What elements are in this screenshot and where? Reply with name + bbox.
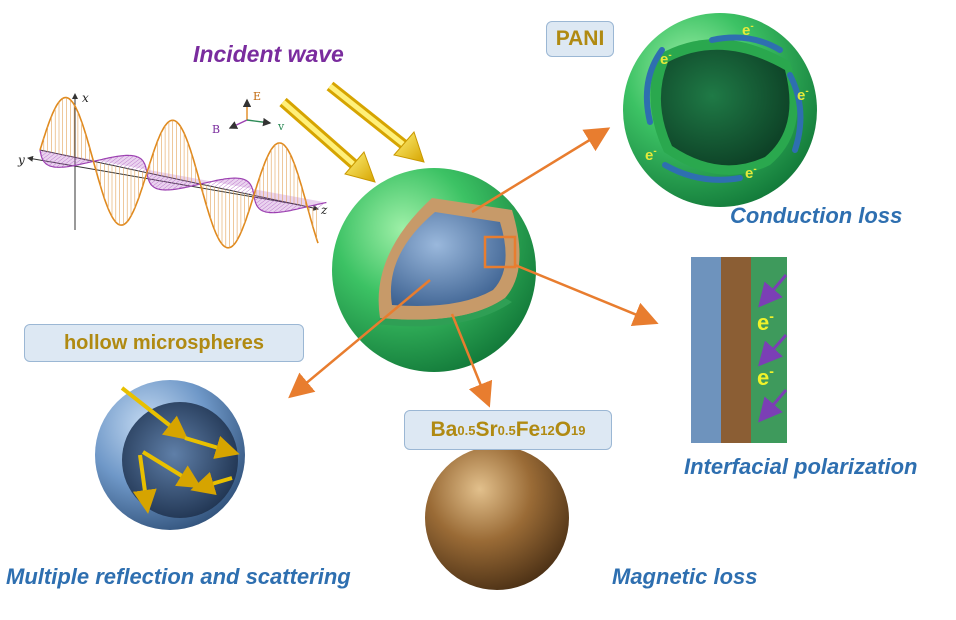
conduction-loss-label: Conduction loss [730,203,902,229]
magnetic-loss-label: Magnetic loss [612,564,757,590]
interface-panel: e- e- [691,257,787,443]
formula-part: 19 [571,423,585,438]
wave-y-label: y [17,153,25,167]
v-vector-arrow [247,120,270,123]
formula-part: 0.5 [457,423,475,438]
core-shell-microsphere [332,168,536,372]
formula-part: 0.5 [498,423,516,438]
formula-part: O [555,418,571,442]
em-wave-illustration: x y z E B v [17,90,328,248]
hollow-microspheres-label: hollow microspheres [24,324,304,362]
electric-field-wave [40,98,318,248]
ferrite-layer [721,257,751,443]
incident-arrows [283,86,424,182]
pani-label: PANI [546,21,614,57]
hollow-core-layer [691,257,721,443]
hollow-sphere [95,380,245,530]
b-vector-arrow [230,120,247,128]
formula-part: Ba [431,418,458,442]
wave-z-label: z [320,203,328,217]
v-vector-label: v [277,120,285,133]
formula-part: Fe [516,418,541,442]
formula-part: Sr [475,418,497,442]
pani-sphere: e- e- e- e- e- [623,13,817,207]
multiple-reflection-label: Multiple reflection and scattering [6,564,351,590]
wave-x-label: x [82,91,89,105]
arrow-to-pani [472,130,606,212]
e-vector-label: E [253,90,261,103]
ferrite-sphere [425,446,569,590]
pani-layer [751,257,787,443]
incident-wave-label: Incident wave [193,41,344,68]
formula-part: 12 [540,423,554,438]
b-vector-label: B [212,123,220,136]
interfacial-polarization-label: Interfacial polarization [684,454,918,480]
arrow-to-interface [515,265,654,322]
